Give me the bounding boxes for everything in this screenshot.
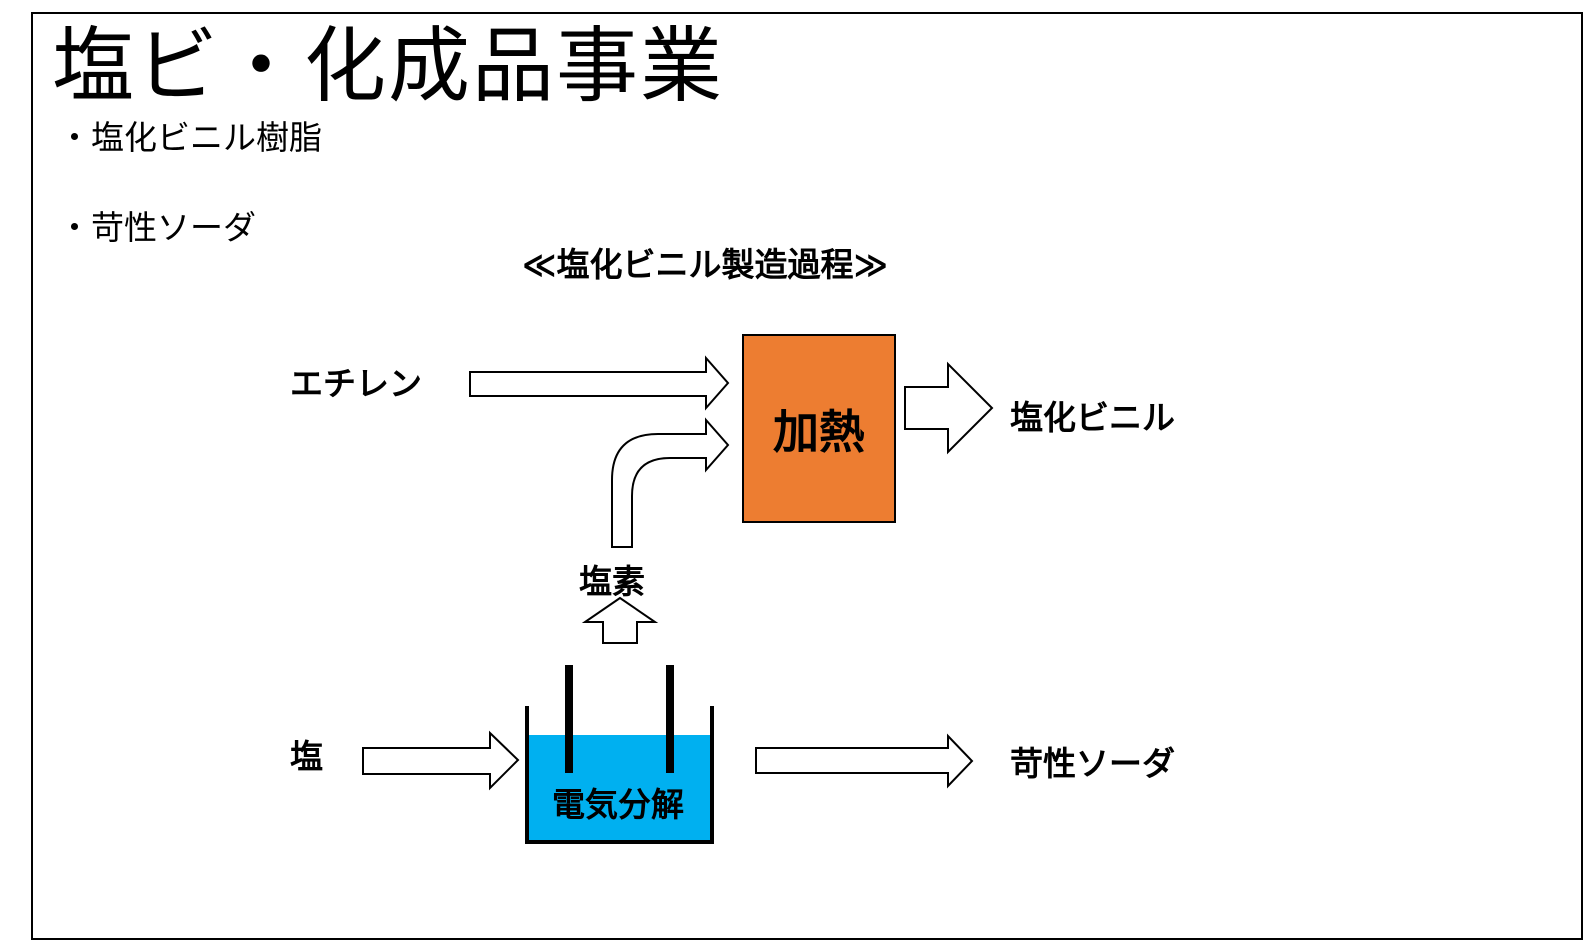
label-chlorine: 塩素 <box>579 562 645 601</box>
heating-box: 加熱 <box>742 334 896 523</box>
arrow-electrolysis-to-chlorine <box>581 596 659 644</box>
arrow-chlorine-to-heating <box>611 417 730 548</box>
electrolysis-tank <box>525 706 714 844</box>
electrolyte-liquid <box>528 735 711 841</box>
arrow-heating-to-vinyl-chloride <box>904 361 994 455</box>
electrode-right <box>666 665 674 773</box>
arrow-ethylene-to-heating <box>469 355 730 411</box>
arrow-electrolysis-to-caustic-soda <box>755 733 974 789</box>
heating-label: 加熱 <box>773 404 865 459</box>
label-vinyl-chloride: 塩化ビニル <box>1010 398 1175 437</box>
label-salt: 塩 <box>290 737 323 776</box>
arrow-salt-to-electrolysis <box>362 730 520 791</box>
electrode-left <box>565 665 573 773</box>
label-ethylene: エチレン <box>290 364 422 403</box>
slide-title: 塩ビ・化成品事業 <box>52 19 725 114</box>
electrolysis-label: 電気分解 <box>552 785 684 824</box>
label-caustic-soda: 苛性ソーダ <box>1010 744 1175 783</box>
bullet-pvc-resin: ・塩化ビニル樹脂 <box>58 118 322 157</box>
bullet-caustic-soda: ・苛性ソーダ <box>58 208 256 247</box>
diagram-title: ≪塩化ビニル製造過程≫ <box>522 245 889 284</box>
